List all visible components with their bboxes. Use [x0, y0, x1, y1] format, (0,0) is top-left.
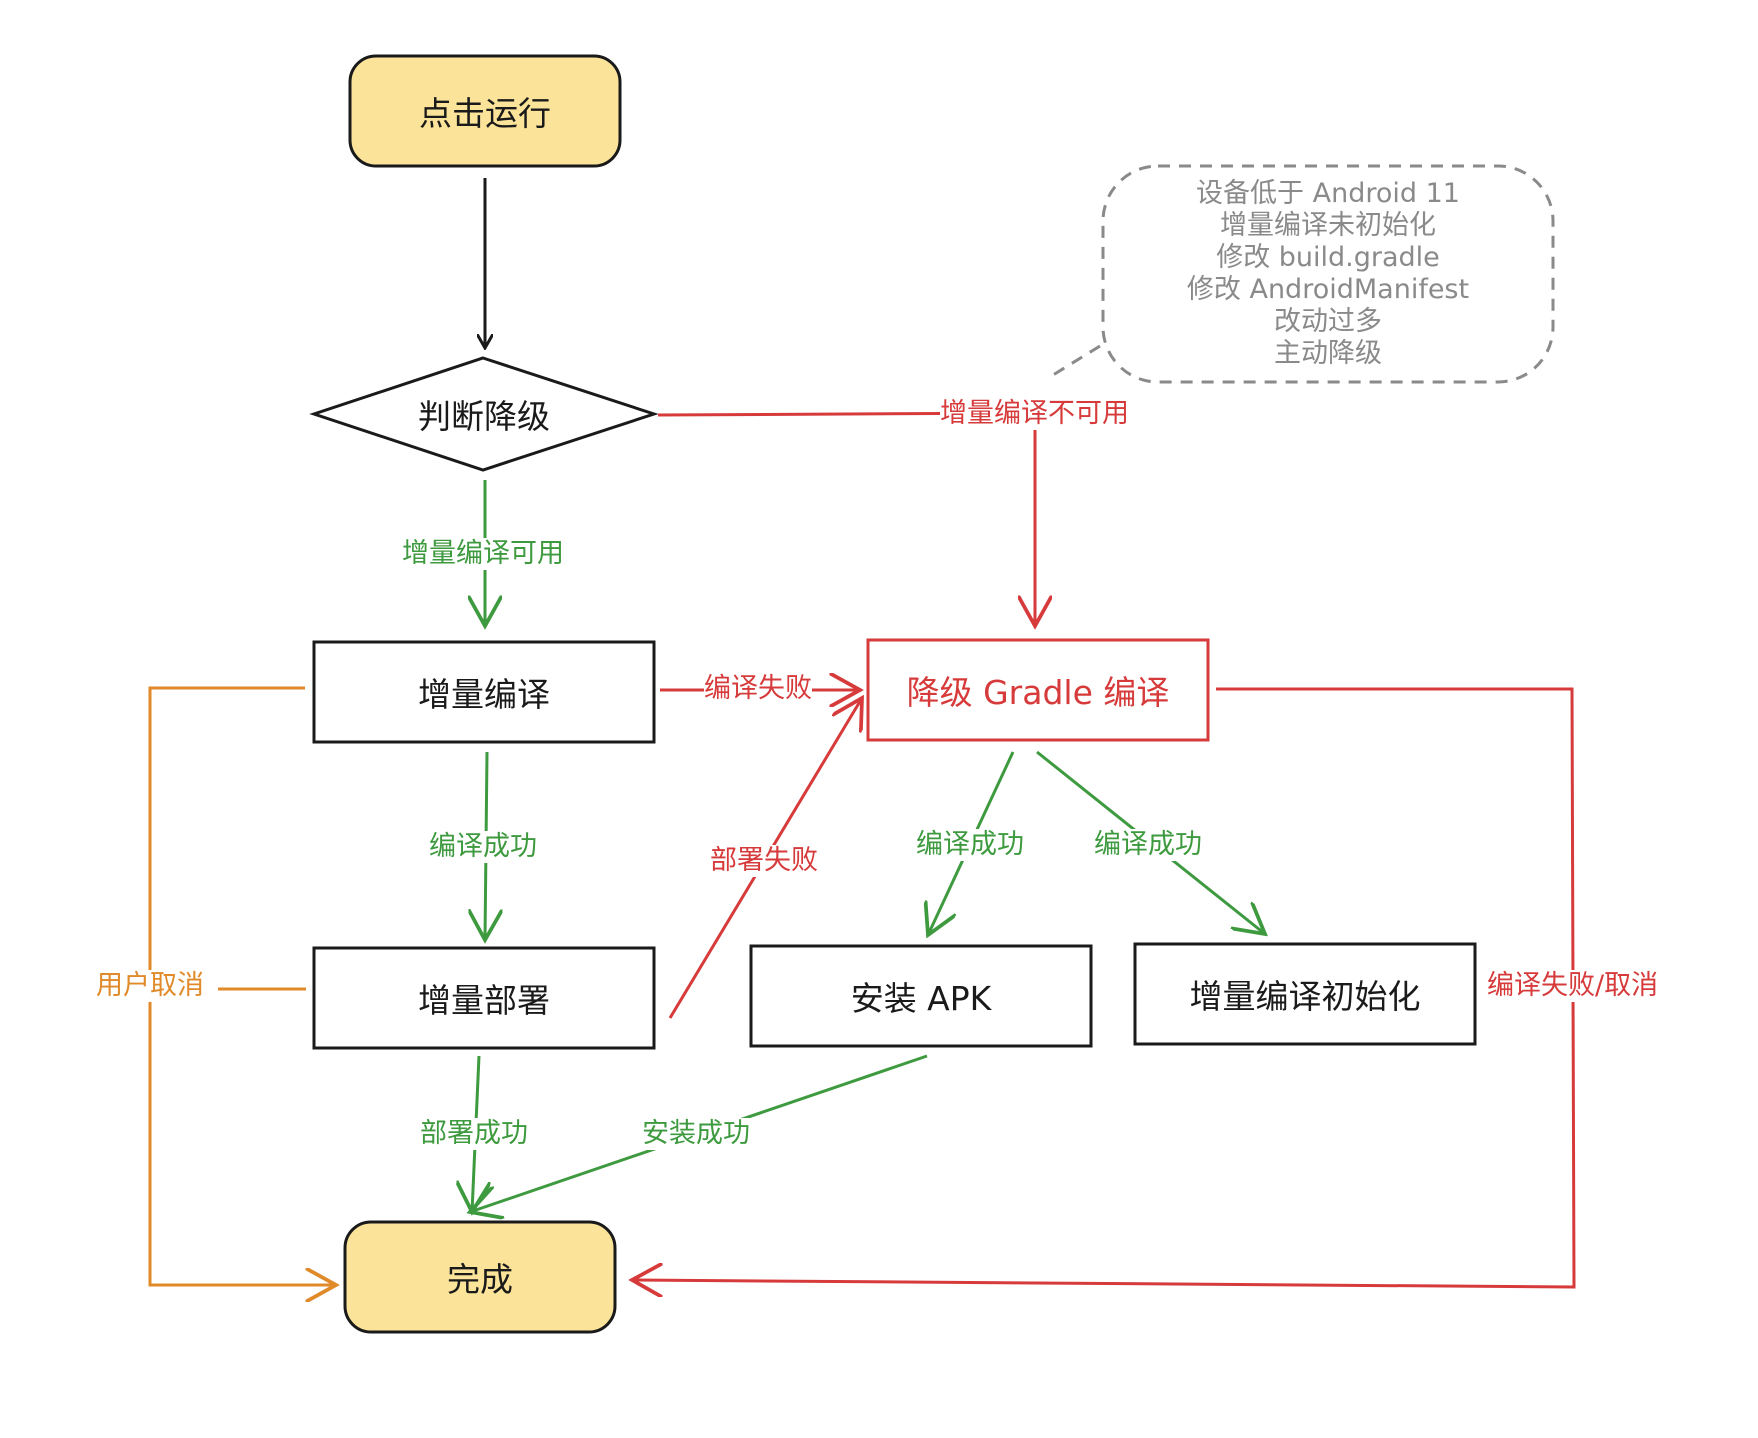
edge-label-available: 增量编译可用	[402, 538, 564, 571]
note-text: 设备低于 Android 11 增量编译未初始化 修改 build.gradle…	[1103, 178, 1553, 370]
edge-label-compile-success-left: 编译成功	[429, 831, 537, 864]
done-label: 完成	[447, 1260, 513, 1299]
edge-label-compile-failed: 编译失败	[704, 673, 812, 706]
note-line: 修改 AndroidManifest	[1186, 274, 1470, 305]
incremental-compile-label: 增量编译	[418, 675, 550, 714]
edge-label-deploy-success: 部署成功	[420, 1118, 528, 1151]
edge-label-compile-success-mid: 编译成功	[916, 829, 1024, 862]
decision-node	[309, 356, 659, 472]
init-incremental-label: 增量编译初始化	[1189, 977, 1421, 1016]
note-line: 增量编译未初始化	[1220, 210, 1436, 241]
edge-label-compile-success-right: 编译成功	[1094, 829, 1202, 862]
incremental-compile-node	[312, 640, 656, 744]
init-incremental-node	[1133, 942, 1477, 1046]
edge-label-unavailable: 增量编译不可用	[940, 398, 1129, 431]
fallback-compile-label: 降级 Gradle 编译	[906, 673, 1170, 712]
edge-label-deploy-failed: 部署失败	[710, 845, 818, 878]
edge-label-install-success: 安装成功	[642, 1118, 750, 1151]
start-label: 点击运行	[419, 94, 551, 133]
install-apk-node	[749, 944, 1093, 1048]
edge-label-user-cancel: 用户取消	[96, 970, 204, 1003]
fallback-compile-node	[866, 638, 1210, 742]
incremental-deploy-label: 增量部署	[418, 981, 550, 1020]
note-line: 改动过多	[1274, 306, 1382, 337]
note-line: 修改 build.gradle	[1216, 242, 1440, 273]
note-line: 设备低于 Android 11	[1196, 178, 1460, 209]
edge-label-fail-or-cancel: 编译失败/取消	[1487, 970, 1659, 1003]
note-box	[1101, 164, 1555, 384]
note-connector	[1052, 344, 1101, 377]
done-node	[343, 1220, 617, 1334]
decision-label: 判断降级	[418, 397, 550, 436]
install-apk-label: 安装 APK	[850, 979, 992, 1018]
start-node	[348, 54, 622, 168]
edge-unavailable	[657, 411, 1035, 626]
incremental-deploy-node	[312, 946, 656, 1050]
note-line: 主动降级	[1274, 338, 1382, 369]
